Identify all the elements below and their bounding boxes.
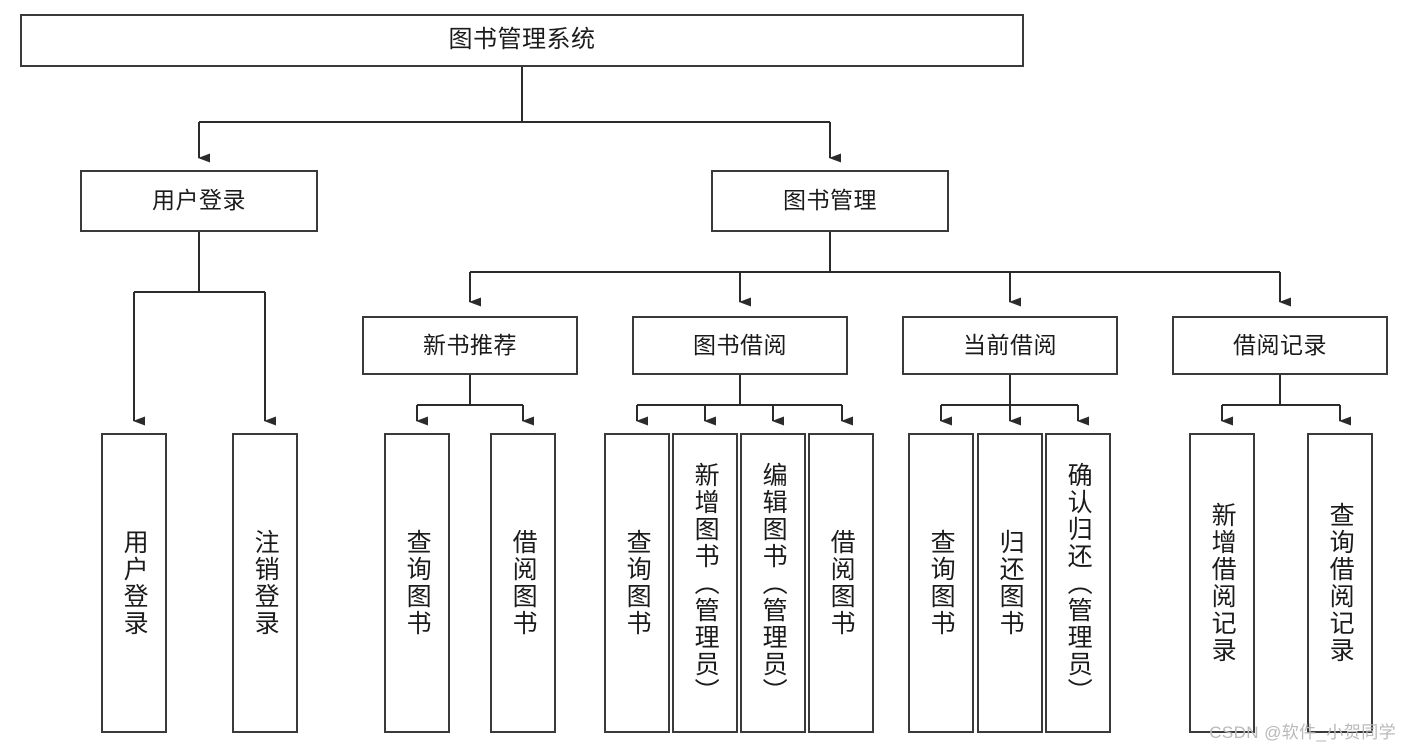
- node-label: 用户登录: [152, 187, 246, 214]
- leaf-node-query-borrowing-record[interactable]: 查询借阅记录: [1307, 433, 1373, 733]
- node-label: 编辑图书（管理员）: [759, 461, 788, 705]
- node-new-book-recommendation[interactable]: 新书推荐: [362, 316, 578, 375]
- node-label: 注销登录: [251, 529, 280, 637]
- leaf-node-borrow-book[interactable]: 借阅图书: [808, 433, 874, 733]
- node-label: 查询图书: [927, 529, 956, 637]
- watermark-text: CSDN @软件_小贺同学: [1209, 723, 1396, 742]
- leaf-node-user-logout[interactable]: 注销登录: [232, 433, 298, 733]
- node-label: 图书借阅: [693, 331, 787, 358]
- node-label: 新书推荐: [423, 331, 517, 358]
- node-label: 图书管理系统: [448, 26, 596, 54]
- leaf-node-confirm-return-admin[interactable]: 确认归还（管理员）: [1045, 433, 1111, 733]
- node-root-book-management-system[interactable]: 图书管理系统: [20, 14, 1024, 67]
- node-label: 图书管理: [783, 187, 877, 214]
- node-book-borrowing[interactable]: 图书借阅: [632, 316, 848, 375]
- node-label: 借阅图书: [827, 529, 856, 637]
- leaf-node-edit-book-admin[interactable]: 编辑图书（管理员）: [740, 433, 806, 733]
- node-label: 新增图书（管理员）: [691, 461, 720, 705]
- leaf-node-query-book-current[interactable]: 查询图书: [908, 433, 974, 733]
- node-label: 查询借阅记录: [1326, 502, 1355, 664]
- leaf-node-query-book-recommendation[interactable]: 查询图书: [384, 433, 450, 733]
- node-label: 当前借阅: [963, 331, 1057, 358]
- node-book-management[interactable]: 图书管理: [711, 170, 949, 232]
- node-label: 新增借阅记录: [1208, 502, 1237, 664]
- node-label: 借阅记录: [1233, 331, 1327, 358]
- leaf-node-query-book-borrowing[interactable]: 查询图书: [604, 433, 670, 733]
- node-label: 查询图书: [403, 529, 432, 637]
- node-user-login[interactable]: 用户登录: [80, 170, 318, 232]
- node-current-borrowing[interactable]: 当前借阅: [902, 316, 1118, 375]
- node-label: 归还图书: [996, 529, 1025, 637]
- leaf-node-return-book[interactable]: 归还图书: [977, 433, 1043, 733]
- node-borrowing-records[interactable]: 借阅记录: [1172, 316, 1388, 375]
- node-label: 借阅图书: [509, 529, 538, 637]
- leaf-node-borrow-book-recommendation[interactable]: 借阅图书: [490, 433, 556, 733]
- leaf-node-add-book-admin[interactable]: 新增图书（管理员）: [672, 433, 738, 733]
- leaf-node-user-login[interactable]: 用户登录: [101, 433, 167, 733]
- node-label: 用户登录: [120, 529, 149, 637]
- leaf-node-add-borrowing-record[interactable]: 新增借阅记录: [1189, 433, 1255, 733]
- node-label: 确认归还（管理员）: [1064, 461, 1093, 705]
- node-label: 查询图书: [623, 529, 652, 637]
